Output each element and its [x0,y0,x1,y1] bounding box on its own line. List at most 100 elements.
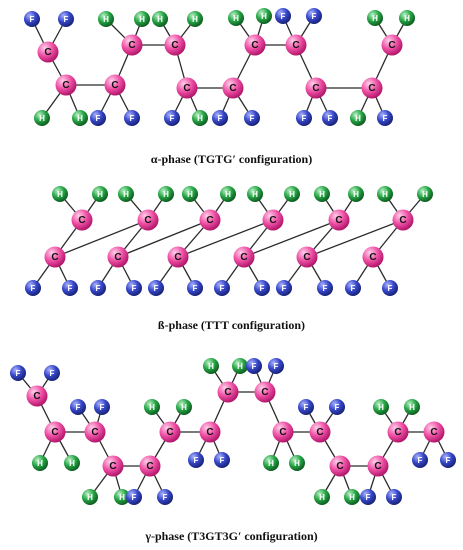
alpha-hydrogen-atom: H [228,10,244,26]
carbon-atom-label: C [51,427,58,438]
gamma-fluorine-atom: F [386,489,402,505]
hydrogen-atom-label: H [225,190,231,199]
hydrogen-atom-label: H [372,14,378,23]
hydrogen-atom-label: H [404,14,410,23]
beta-hydrogen-atom: H [284,186,300,202]
carbon-atom-label: C [388,40,395,51]
hydrogen-atom-label: H [319,493,325,502]
hydrogen-atom-label: H [268,459,274,468]
carbon-atom-label: C [336,461,343,472]
beta-fluorine-atom: F [62,280,78,296]
fluorine-atom-label: F [250,114,255,123]
gamma-fluorine-atom: F [70,399,86,415]
gamma-fluorine-atom: F [126,489,142,505]
alpha-fluorine-atom: F [24,11,40,27]
gamma-hydrogen-atom: H [82,489,98,505]
carbon-atom-label: C [144,215,151,226]
beta-hydrogen-atom: H [118,186,134,202]
fluorine-atom-label: F [76,403,81,412]
carbon-atom-label: C [269,215,276,226]
fluorine-atom-label: F [282,284,287,293]
hydrogen-atom-label: H [353,190,359,199]
gamma-carbon-atom: C [309,421,331,443]
carbon-atom-label: C [171,40,178,51]
hydrogen-atom-label: H [294,459,300,468]
hydrogen-atom-label: H [261,12,267,21]
beta-hydrogen-atom: H [314,186,330,202]
beta-fluorine-atom: F [276,280,292,296]
hydrogen-atom-label: H [123,190,129,199]
alpha-carbon-atom: C [176,77,198,99]
gamma-carbon-atom: C [44,421,66,443]
gamma-carbon-atom: C [139,455,161,477]
gamma-hydrogen-atom: H [203,358,219,374]
fluorine-atom-label: F [220,284,225,293]
gamma-fluorine-atom: F [10,365,26,381]
beta-fluorine-atom: F [187,280,203,296]
fluorine-atom-label: F [96,114,101,123]
gamma-carbon-atom: C [423,421,445,443]
hydrogen-atom-label: H [378,403,384,412]
alpha-hydrogen-atom: H [350,110,366,126]
carbon-atom-label: C [174,252,181,263]
beta-fluorine-atom: F [254,280,270,296]
beta-fluorine-atom: F [382,280,398,296]
hydrogen-atom-label: H [57,190,63,199]
fluorine-atom-label: F [96,284,101,293]
alpha-hydrogen-atom: H [192,110,208,126]
alpha-carbon-atom: C [55,74,77,96]
carbon-atom-label: C [369,252,376,263]
beta-backbone-bond [306,219,404,258]
alpha-fluorine-atom: F [377,110,393,126]
fluorine-atom-label: F [100,403,105,412]
alpha-carbon-atom: C [361,77,383,99]
carbon-atom-label: C [240,252,247,263]
gamma-carbon-atom: C [102,455,124,477]
alpha-fluorine-atom: F [58,11,74,27]
beta-carbon-atom: C [296,246,318,268]
carbon-atom-label: C [51,252,58,263]
gamma-carbon-atom: C [272,421,294,443]
fluorine-atom-label: F [388,284,393,293]
alpha-hydrogen-atom: H [98,11,114,27]
beta-carbon-atom: C [137,209,159,231]
gamma-carbon-atom: C [217,381,239,403]
fluorine-atom-label: F [194,456,199,465]
carbon-atom-label: C [229,83,236,94]
carbon-atom-label: C [146,461,153,472]
fluorine-atom-label: F [31,284,36,293]
alpha-carbon-atom: C [37,41,59,63]
gamma-hydrogen-atom: H [32,455,48,471]
hydrogen-atom-label: H [409,403,415,412]
beta-carbon-atom: C [199,209,221,231]
alpha-hydrogen-atom: H [134,11,150,27]
hydrogen-atom-label: H [382,190,388,199]
fluorine-atom-label: F [281,12,286,21]
fluorine-atom-label: F [335,403,340,412]
alpha-fluorine-atom: F [244,110,260,126]
beta-hydrogen-atom: H [247,186,263,202]
alpha-hydrogen-atom: H [72,110,88,126]
hydrogen-atom-label: H [77,114,83,123]
beta-carbon-atom: C [328,209,350,231]
fluorine-atom-label: F [366,493,371,502]
carbon-atom-label: C [206,427,213,438]
beta-carbon-atom: C [167,246,189,268]
beta-carbon-atom: C [71,209,93,231]
fluorine-atom-label: F [392,493,397,502]
beta-phase-caption: ß-phase (TTT configuration) [157,318,306,332]
alpha-fluorine-atom: F [275,8,291,24]
gamma-carbon-atom: C [329,455,351,477]
gamma-fluorine-atom: F [412,452,428,468]
fluorine-atom-label: F [383,114,388,123]
alpha-fluorine-atom: F [322,110,338,126]
hydrogen-atom-label: H [163,190,169,199]
alpha-hydrogen-atom: H [399,10,415,26]
carbon-atom-label: C [183,83,190,94]
fluorine-atom-label: F [193,284,198,293]
gamma-fluorine-atom: F [329,399,345,415]
carbon-atom-label: C [109,461,116,472]
fluorine-atom-label: F [163,493,168,502]
gamma-carbon-atom: C [26,385,48,407]
